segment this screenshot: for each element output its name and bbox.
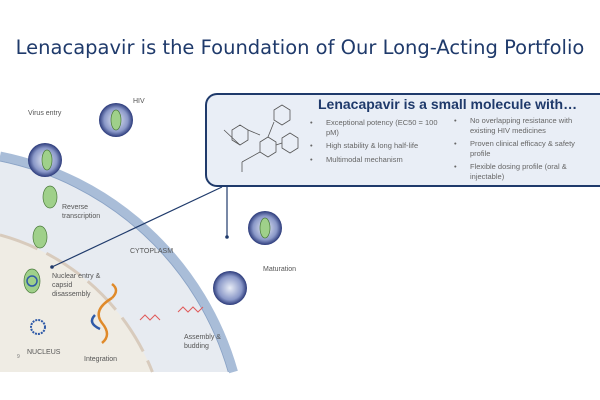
callout-connector: [51, 186, 223, 268]
callout-title: Lenacapavir is a small molecule with…: [318, 96, 578, 112]
viral-dna: [30, 319, 46, 335]
label-cytoplasm: CYTOPLASM: [130, 248, 174, 255]
capsid: [32, 225, 48, 249]
label-assembly-budding: Assembly & budding: [184, 334, 221, 350]
bullet-item: Proven clinical efficacy & safety profil…: [452, 139, 597, 158]
label-reverse-transcription: Reverse transcription: [62, 204, 101, 220]
label-nucleus: NUCLEUS: [27, 349, 61, 356]
integrated-dna: [97, 283, 118, 344]
bullet-item: Flexible dosing profile (oral & injectab…: [452, 162, 597, 181]
bullet-item: High stability & long half-life: [308, 141, 443, 151]
callout-bullets-left: Exceptional potency (EC50 = 100 pM) High…: [308, 118, 443, 168]
slide-title: Lenacapavir is the Foundation of Our Lon…: [15, 36, 585, 59]
hiv-virion: [99, 103, 133, 137]
label-hiv: HIV: [133, 98, 145, 105]
viral-rna: [139, 314, 161, 321]
bullet-item: Exceptional potency (EC50 = 100 pM): [308, 118, 443, 137]
capsid: [23, 268, 41, 294]
budding-virion: [213, 271, 247, 305]
callout-bullets-right: No overlapping resistance with existing …: [452, 116, 597, 185]
nuclear-envelope: [0, 233, 154, 373]
page-number: 9: [17, 354, 20, 360]
bullet-item: Multimodal mechanism: [308, 155, 443, 165]
label-nuclear-entry: Nuclear entry & capsid disassembly: [52, 273, 101, 298]
mature-virion: [248, 211, 282, 245]
nucleus: [0, 235, 153, 372]
label-integration: Integration: [84, 356, 118, 363]
label-virus-entry: Virus entry: [28, 110, 62, 117]
capsid: [42, 185, 58, 209]
label-maturation: Maturation: [263, 266, 297, 273]
virus-entry-virion: [28, 143, 62, 177]
bullet-item: No overlapping resistance with existing …: [452, 116, 597, 135]
lenacapavir-structure-icon: [223, 104, 299, 172]
